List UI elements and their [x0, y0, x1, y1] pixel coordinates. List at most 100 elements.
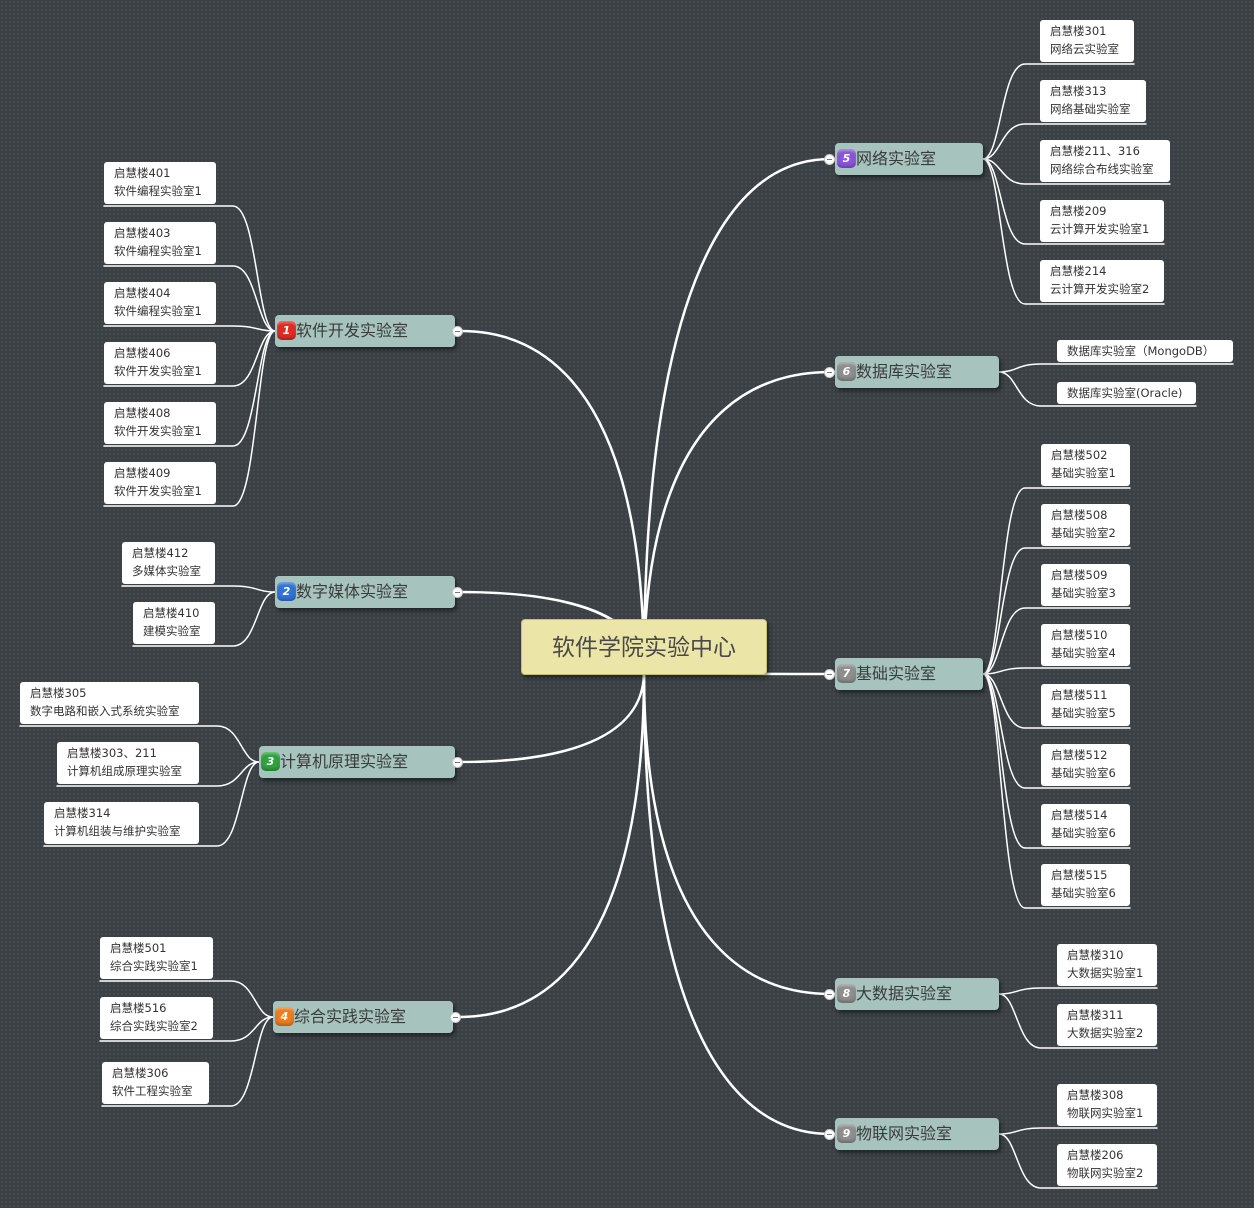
- leaf-lab[interactable]: 启慧楼305 数字电路和嵌入式系统实验室: [20, 682, 199, 724]
- leaf-connector: [998, 993, 1158, 1049]
- leaf-lab[interactable]: 启慧楼508 基础实验室2: [1041, 504, 1130, 546]
- leaf-lab-name: 软件编程实验室1: [114, 244, 202, 258]
- topic-digital-media[interactable]: 2 数字媒体实验室: [275, 576, 455, 608]
- topic-software-development[interactable]: 1 软件开发实验室: [275, 315, 455, 347]
- leaf-lab[interactable]: 启慧楼512 基础实验室6: [1041, 744, 1130, 786]
- leaf-lab[interactable]: 启慧楼510 基础实验室4: [1041, 624, 1130, 666]
- collapse-toggle-topic-1[interactable]: [452, 326, 463, 337]
- leaf-lab[interactable]: 启慧楼311 大数据实验室2: [1057, 1004, 1157, 1046]
- leaf-lab[interactable]: 启慧楼206 物联网实验室2: [1057, 1144, 1157, 1186]
- leaf-lab[interactable]: 启慧楼409 软件开发实验室1: [104, 462, 216, 504]
- collapse-toggle-topic-4[interactable]: [450, 1012, 461, 1023]
- leaf-lab-name: 基础实验室5: [1051, 706, 1116, 720]
- leaf-room: 启慧楼516: [110, 1001, 167, 1015]
- leaf-lab[interactable]: 启慧楼515 基础实验室6: [1041, 864, 1130, 906]
- priority-3-icon: 3: [261, 752, 280, 771]
- leaf-lab[interactable]: 数据库实验室（MongoDB）: [1057, 340, 1233, 362]
- collapse-toggle-topic-8[interactable]: [824, 989, 835, 1000]
- leaf-room: 启慧楼308: [1067, 1088, 1124, 1102]
- leaf-room: 启慧楼209: [1050, 204, 1107, 218]
- leaf-lab[interactable]: 启慧楼408 软件开发实验室1: [104, 402, 216, 444]
- leaf-lab-name: 基础实验室6: [1051, 886, 1116, 900]
- leaf-lab[interactable]: 启慧楼514 基础实验室6: [1041, 804, 1130, 846]
- leaf-lab-name: 综合实践实验室1: [110, 959, 198, 973]
- leaf-lab[interactable]: 启慧楼406 软件开发实验室1: [104, 342, 216, 384]
- collapse-toggle-topic-5[interactable]: [824, 154, 835, 165]
- leaf-room: 启慧楼211、316: [1050, 144, 1140, 158]
- root-topic[interactable]: 软件学院实验中心: [521, 619, 767, 675]
- leaf-connector: [982, 63, 1135, 160]
- leaf-lab[interactable]: 启慧楼209 云计算开发实验室1: [1040, 200, 1164, 242]
- leaf-lab[interactable]: 启慧楼306 软件工程实验室: [102, 1062, 209, 1104]
- leaf-lab[interactable]: 启慧楼303、211 计算机组成原理实验室: [57, 742, 199, 784]
- leaf-connector: [982, 673, 1131, 789]
- leaf-lab[interactable]: 启慧楼516 综合实践实验室2: [100, 997, 213, 1039]
- collapse-toggle-topic-9[interactable]: [824, 1129, 835, 1140]
- priority-5-icon: 5: [837, 149, 856, 168]
- priority-1-icon: 1: [277, 321, 296, 340]
- leaf-lab[interactable]: 启慧楼502 基础实验室1: [1041, 444, 1130, 486]
- collapse-toggle-topic-7[interactable]: [824, 669, 835, 680]
- leaf-room: 启慧楼311: [1067, 1008, 1124, 1022]
- topic-database[interactable]: 6 数据库实验室: [835, 356, 999, 388]
- topic-basic[interactable]: 7 基础实验室: [835, 658, 983, 690]
- leaf-lab[interactable]: 启慧楼412 多媒体实验室: [122, 542, 215, 584]
- topic-network[interactable]: 5 网络实验室: [835, 143, 983, 175]
- leaf-connector: [103, 330, 276, 387]
- collapse-toggle-topic-6[interactable]: [824, 367, 835, 378]
- collapse-toggle-topic-2[interactable]: [452, 587, 463, 598]
- collapse-toggle-topic-3[interactable]: [452, 757, 463, 768]
- leaf-lab[interactable]: 启慧楼401 软件编程实验室1: [104, 162, 216, 204]
- priority-4-icon: 4: [275, 1007, 294, 1026]
- leaf-lab[interactable]: 启慧楼314 计算机组装与维护实验室: [44, 802, 199, 844]
- topic-big-data[interactable]: 8 大数据实验室: [835, 978, 999, 1010]
- leaf-lab-name: 软件开发实验室1: [114, 484, 202, 498]
- leaf-lab-name: 数字电路和嵌入式系统实验室: [30, 704, 180, 718]
- leaf-lab[interactable]: 启慧楼308 物联网实验室1: [1057, 1084, 1157, 1126]
- topic-comprehensive-practice[interactable]: 4 综合实践实验室: [273, 1001, 453, 1033]
- leaf-connector: [132, 591, 276, 647]
- leaf-room: 启慧楼412: [132, 546, 189, 560]
- topic-iot[interactable]: 9 物联网实验室: [835, 1118, 999, 1150]
- leaf-room: 启慧楼514: [1051, 808, 1108, 822]
- leaf-connector: [982, 607, 1131, 675]
- leaf-room: 启慧楼403: [114, 226, 171, 240]
- leaf-connector: [998, 1133, 1158, 1189]
- leaf-lab-name: 云计算开发实验室2: [1050, 282, 1150, 296]
- leaf-connector: [43, 761, 260, 847]
- leaf-lab[interactable]: 启慧楼404 软件编程实验室1: [104, 282, 216, 324]
- leaf-lab[interactable]: 启慧楼310 大数据实验室1: [1057, 944, 1157, 986]
- leaf-lab-name: 网络综合布线实验室: [1050, 162, 1154, 176]
- leaf-lab[interactable]: 启慧楼410 建模实验室: [133, 602, 215, 644]
- leaf-lab[interactable]: 启慧楼403 软件编程实验室1: [104, 222, 216, 264]
- leaf-room: 启慧楼305: [30, 686, 87, 700]
- leaf-connector: [19, 725, 260, 763]
- topic-computer-principles[interactable]: 3 计算机原理实验室: [259, 746, 455, 778]
- leaf-room: 启慧楼502: [1051, 448, 1108, 462]
- leaf-room: 启慧楼314: [54, 806, 111, 820]
- leaf-connector: [121, 585, 276, 593]
- leaf-lab[interactable]: 启慧楼211、316 网络综合布线实验室: [1040, 140, 1170, 182]
- leaf-lab-name: 软件编程实验室1: [114, 184, 202, 198]
- topic-label: 数据库实验室: [856, 362, 953, 381]
- leaf-connector: [998, 371, 1197, 407]
- leaf-lab-name: 基础实验室6: [1051, 826, 1116, 840]
- leaf-connector: [982, 673, 1131, 849]
- leaf-room: 启慧楼303、211: [67, 746, 157, 760]
- leaf-lab-name: 计算机组成原理实验室: [67, 764, 182, 778]
- leaf-lab[interactable]: 启慧楼313 网络基础实验室: [1040, 80, 1146, 122]
- topic-label: 计算机原理实验室: [280, 752, 409, 771]
- leaf-lab[interactable]: 启慧楼511 基础实验室5: [1041, 684, 1130, 726]
- leaf-lab[interactable]: 启慧楼501 综合实践实验室1: [100, 937, 213, 979]
- leaf-room: 启慧楼512: [1051, 748, 1108, 762]
- leaf-lab-name: 网络基础实验室: [1050, 102, 1131, 116]
- leaf-lab[interactable]: 启慧楼509 基础实验室3: [1041, 564, 1130, 606]
- leaf-lab[interactable]: 数据库实验室(Oracle): [1057, 382, 1196, 404]
- leaf-lab-name: 计算机组装与维护实验室: [54, 824, 181, 838]
- leaf-lab-name: 综合实践实验室2: [110, 1019, 198, 1033]
- leaf-lab[interactable]: 启慧楼214 云计算开发实验室2: [1040, 260, 1164, 302]
- leaf-lab-name: 基础实验室6: [1051, 766, 1116, 780]
- leaf-connector: [982, 547, 1131, 675]
- leaf-lab[interactable]: 启慧楼301 网络云实验室: [1040, 20, 1134, 62]
